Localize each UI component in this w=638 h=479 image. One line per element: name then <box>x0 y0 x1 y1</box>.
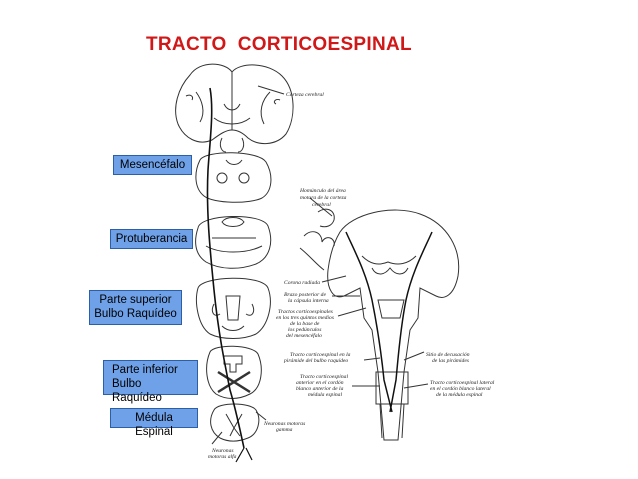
label-mesencefalo-text: Mesencéfalo <box>119 159 186 171</box>
label-protuberancia-text: Protuberancia <box>115 233 188 245</box>
brainstem-frontal-view <box>211 85 460 445</box>
ann-lateral-3: de la médula espinal <box>436 392 483 398</box>
label-bulbo-superior: Parte superior Bulbo Raquídeo <box>89 290 182 325</box>
ann-homunculo-1: Homúnculo del área <box>299 188 346 194</box>
page-title: TRACTO CORTICOESPINAL <box>146 34 412 55</box>
spinal-cord-section <box>210 403 260 442</box>
ann-decusacion-1: Sitio de decusación <box>426 352 470 358</box>
ann-anterior-1: Tracto corticoespinal <box>300 374 348 380</box>
ann-tractos-1: Tractos corticoespinales <box>278 309 333 315</box>
brain-section-left <box>175 63 294 144</box>
ann-tractos-3: de la base de <box>290 321 320 327</box>
ann-tractos-2: en los tres quintos medios <box>276 315 334 321</box>
ann-homunculo-3: cerebral <box>312 202 331 208</box>
ann-piramide-1: Tracto corticoespinal en la <box>290 352 351 358</box>
ann-anterior-4: médula espinal <box>308 392 342 398</box>
label-bulbo-inferior: Parte inferior Bulbo Raquídeo <box>103 360 198 404</box>
ann-tractos-5: del mesencéfalo <box>286 332 322 339</box>
ann-corona: Corona radiada <box>284 280 320 286</box>
upper-medulla-section <box>196 277 271 339</box>
ann-piramide-2: pirámide del bulbo raquídeo <box>283 358 348 364</box>
label-bulbo-inferior-line1: Parte inferior <box>112 364 178 376</box>
label-bulbo-superior-line1: Parte superior <box>99 294 172 306</box>
label-medula: Médula Espinal <box>110 408 198 438</box>
ann-corteza: Corteza cerebral <box>286 92 324 98</box>
ann-lateral-1: Tracto corticoespinal lateral <box>430 380 495 386</box>
ann-alfa-2: motoras alfa <box>208 453 237 460</box>
label-bulbo-superior-line2: Bulbo Raquídeo <box>94 308 177 320</box>
ann-gamma-1: Neuronas motoras <box>263 421 305 427</box>
pons-section <box>195 216 272 269</box>
midbrain-section <box>195 152 272 203</box>
ann-brazo-2: la cápsula interna <box>288 298 329 304</box>
ann-gamma-2: gamma <box>276 427 293 433</box>
ann-alfa-1: Neuronas <box>211 448 234 454</box>
ann-anterior-3: blanco anterior de la <box>296 386 344 392</box>
ann-tractos-4: los pedúnculos <box>288 327 321 333</box>
ann-lateral-2: en el cordón blanco lateral <box>430 386 491 392</box>
label-medula-text: Médula Espinal <box>135 412 173 438</box>
ann-homunculo-2: motora de la corteza <box>300 195 347 201</box>
lower-medulla-section <box>206 345 262 399</box>
ann-anterior-2: anterior en el cordón <box>296 380 344 386</box>
label-protuberancia: Protuberancia <box>110 229 193 249</box>
label-bulbo-inferior-line2: Bulbo Raquídeo <box>112 378 162 404</box>
label-mesencefalo: Mesencéfalo <box>113 155 192 175</box>
ann-brazo-1: Brazo posterior de <box>284 292 326 298</box>
ann-decusacion-2: de las pirámides <box>432 358 469 364</box>
